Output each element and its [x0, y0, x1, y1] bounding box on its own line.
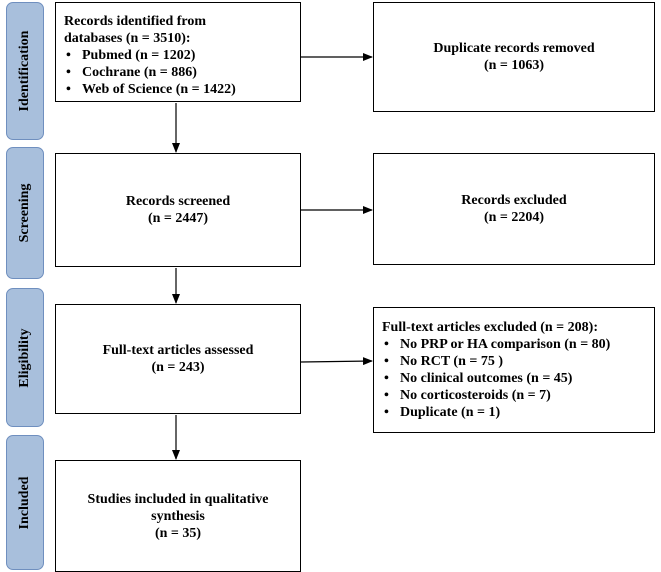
flow-arrows: [172, 53, 373, 460]
records-identified-box: Records identified from databases (n = 3…: [55, 2, 301, 102]
exclusion-reason-item: No clinical outcomes (n = 45): [382, 370, 654, 387]
studies-included-line1: Studies included in qualitative: [87, 491, 269, 507]
duplicates-removed-line1: Duplicate records removed: [433, 41, 595, 56]
database-list: Pubmed (n = 1202) Cochrane (n = 886) Web…: [64, 47, 300, 98]
phase-identification: Identification: [6, 2, 44, 140]
phase-included: Included: [6, 435, 44, 570]
exclusion-reason-item: No RCT (n = 75 ): [382, 353, 654, 370]
fulltext-assessed-line1: Full-text articles assessed: [102, 343, 254, 358]
database-item: Cochrane (n = 886): [64, 64, 300, 81]
records-excluded-box: Records excluded (n = 2204): [373, 153, 655, 265]
studies-included-box: Studies included in qualitative synthesi…: [55, 460, 301, 572]
prisma-flow-diagram: Identification Screening Eligibility Inc…: [6, 0, 655, 572]
fulltext-excluded-box: Full-text articles excluded (n = 208): N…: [373, 307, 655, 433]
phase-screening: Screening: [6, 147, 44, 279]
studies-included-line3: (n = 35): [154, 525, 202, 541]
phase-eligibility: Eligibility: [6, 288, 44, 427]
fulltext-assessed-box: Full-text articles assessed (n = 243): [55, 304, 301, 414]
exclusion-reason-item: No PRP or HA comparison (n = 80): [382, 336, 654, 353]
fulltext-assessed-line2: (n = 243): [151, 360, 205, 375]
records-identified-line1: Records identified from: [64, 14, 207, 29]
records-excluded-line1: Records excluded: [461, 193, 567, 208]
duplicates-removed-box: Duplicate records removed (n = 1063): [373, 2, 655, 112]
arrow-assessed-to-fulltext-excluded: [300, 357, 373, 366]
exclusion-reason-item: No corticosteroids (n = 7): [382, 387, 654, 404]
records-identified-line2: databases (n = 3510):: [64, 31, 191, 46]
exclusion-reason-item: Duplicate (n = 1): [382, 404, 654, 421]
records-screened-line2: (n = 2447): [147, 211, 209, 226]
records-excluded-line2: (n = 2204): [483, 210, 545, 225]
records-screened-box: Records screened (n = 2447): [55, 153, 301, 267]
records-screened-line1: Records screened: [125, 194, 231, 209]
exclusion-reasons-list: No PRP or HA comparison (n = 80) No RCT …: [382, 336, 654, 421]
database-item: Web of Science (n = 1422): [64, 81, 300, 98]
duplicates-removed-line2: (n = 1063): [483, 58, 545, 73]
fulltext-excluded-title: Full-text articles excluded (n = 208):: [382, 320, 598, 335]
database-item: Pubmed (n = 1202): [64, 47, 300, 64]
studies-included-line2: synthesis: [151, 508, 205, 524]
